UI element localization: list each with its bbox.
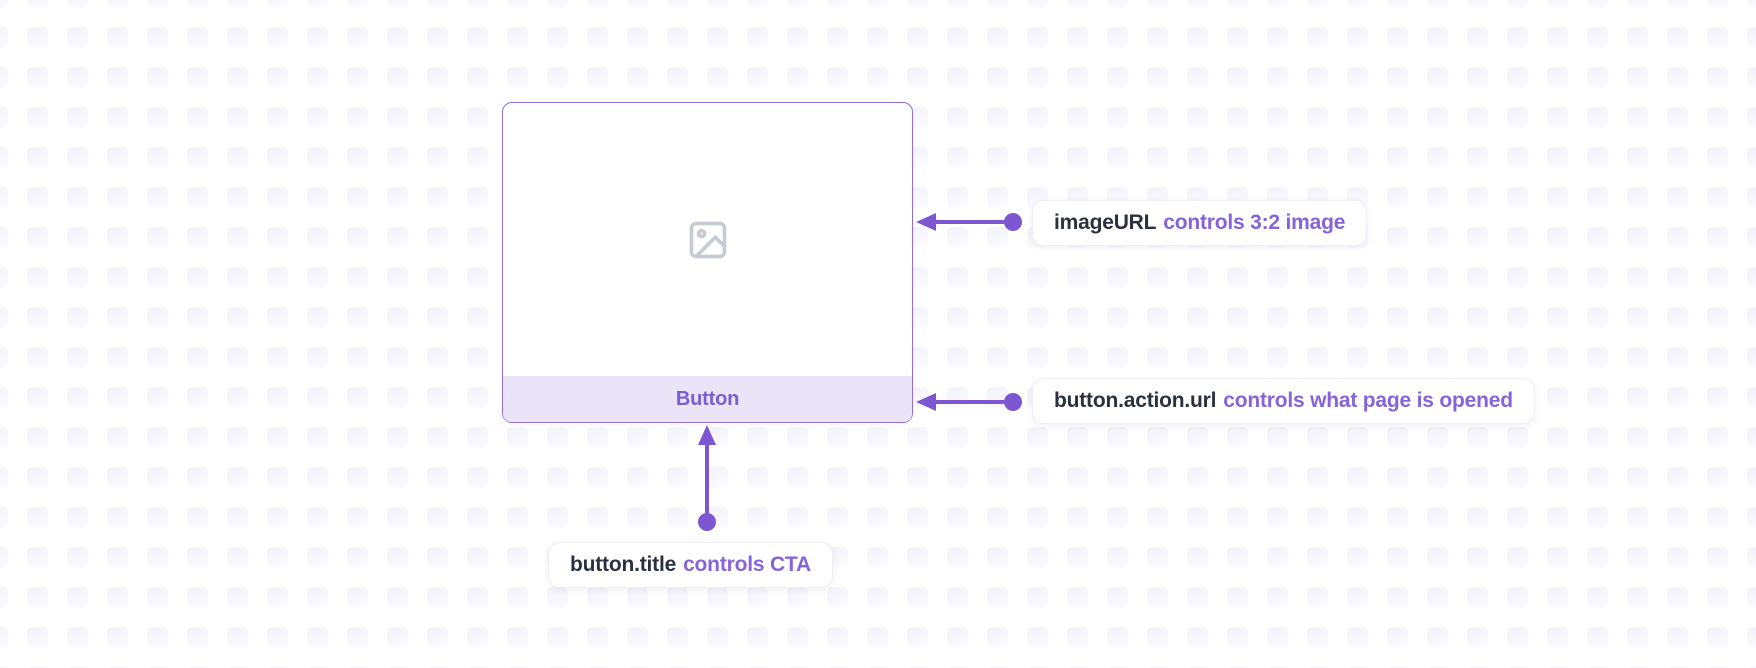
card-cta-button[interactable]: Button: [503, 376, 912, 422]
arrow-origin-dot: [698, 513, 716, 531]
arrow-button-action-url: [916, 393, 1022, 411]
arrowhead-left-icon: [916, 393, 936, 411]
annotation-field-name: imageURL: [1054, 211, 1157, 234]
arrow-origin-dot: [1004, 213, 1022, 231]
arrow-line: [934, 220, 1005, 224]
annotation-description: controls 3:2 image: [1163, 211, 1346, 234]
annotation-button-action-url: button.action.url controls what page is …: [1032, 378, 1535, 424]
arrow-origin-dot: [1004, 393, 1022, 411]
image-icon: [689, 221, 726, 258]
annotation-description: controls CTA: [683, 553, 811, 576]
arrow-button-title: [698, 425, 716, 531]
arrow-line: [934, 400, 1005, 404]
annotation-imageurl: imageURL controls 3:2 image: [1032, 200, 1368, 246]
arrowhead-up-icon: [698, 425, 716, 445]
card-image-placeholder: [503, 103, 912, 376]
arrow-line: [705, 443, 709, 514]
annotation-description: controls what page is opened: [1223, 389, 1513, 412]
arrowhead-left-icon: [916, 213, 936, 231]
annotation-field-name: button.action.url: [1054, 389, 1217, 412]
arrow-imageurl: [916, 213, 1022, 231]
annotation-button-title: button.title controls CTA: [548, 542, 833, 588]
card-cta-button-label: Button: [675, 387, 740, 410]
annotation-field-name: button.title: [570, 553, 677, 576]
card-preview: Button: [502, 102, 913, 423]
